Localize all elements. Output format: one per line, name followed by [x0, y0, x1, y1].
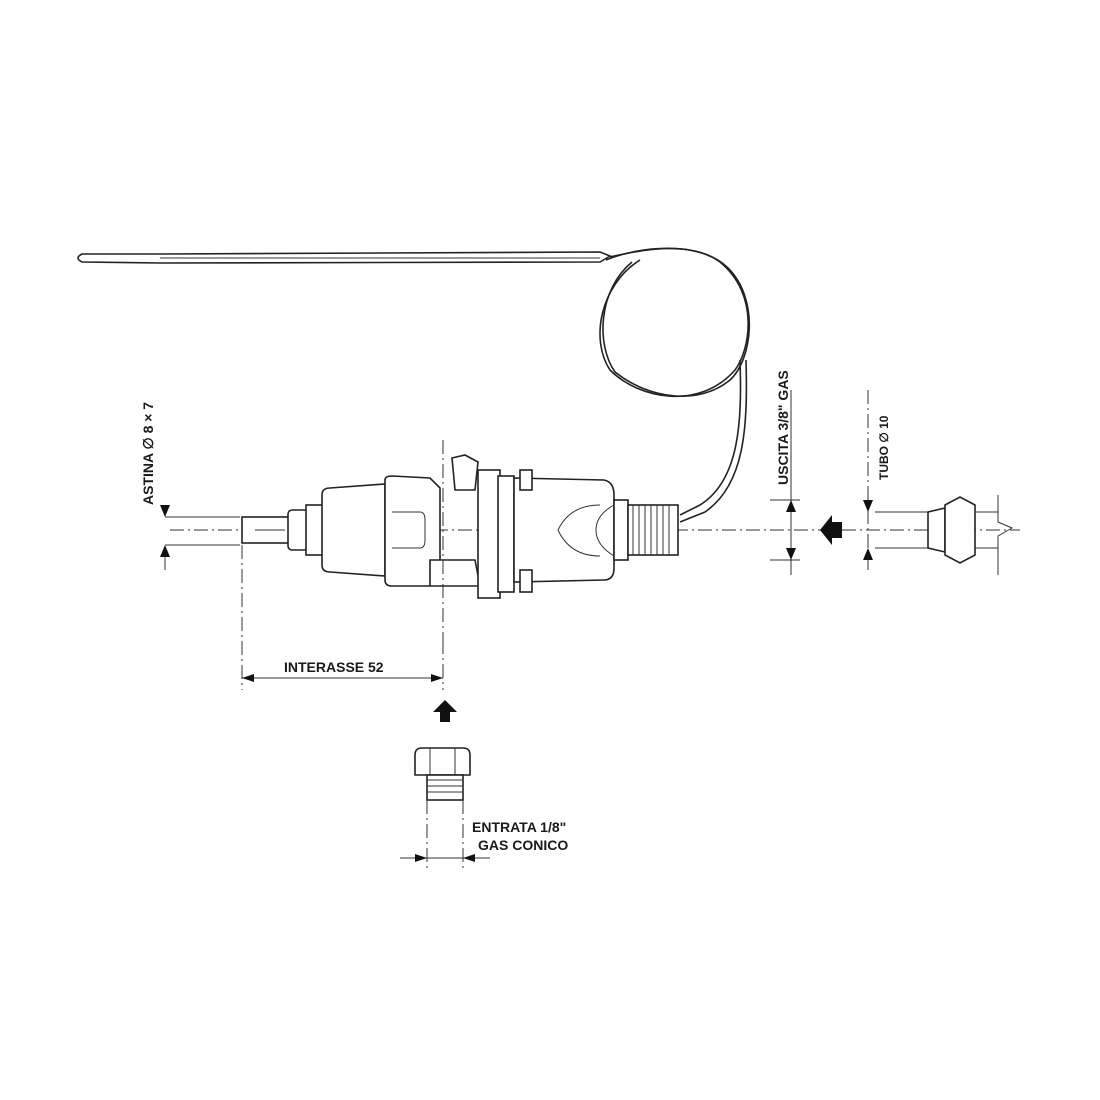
entrata-label-line2: GAS CONICO: [478, 837, 568, 853]
tubo-dimension: TUBO ∅ 10: [863, 390, 1014, 575]
thread: [632, 505, 670, 555]
interasse-dimension: INTERASSE 52: [241, 545, 444, 690]
tubo-label: TUBO ∅ 10: [877, 415, 891, 480]
uscita-dimension: USCITA 3/8" GAS: [770, 370, 842, 575]
interasse-label: INTERASSE 52: [284, 659, 384, 675]
uscita-label: USCITA 3/8" GAS: [775, 370, 791, 485]
astina-label: ASTINA ∅ 8 × 7: [140, 402, 156, 505]
flow-arrow-out: [820, 515, 842, 545]
entrata-fitting: ENTRATA 1/8" GAS CONICO: [400, 700, 568, 868]
flow-arrow-in: [433, 700, 457, 722]
astina-dimension: ASTINA ∅ 8 × 7: [140, 402, 240, 570]
entrata-label-line1: ENTRATA 1/8": [472, 819, 566, 835]
capillary-bulb: [77, 247, 751, 523]
valve-body: [241, 440, 679, 640]
